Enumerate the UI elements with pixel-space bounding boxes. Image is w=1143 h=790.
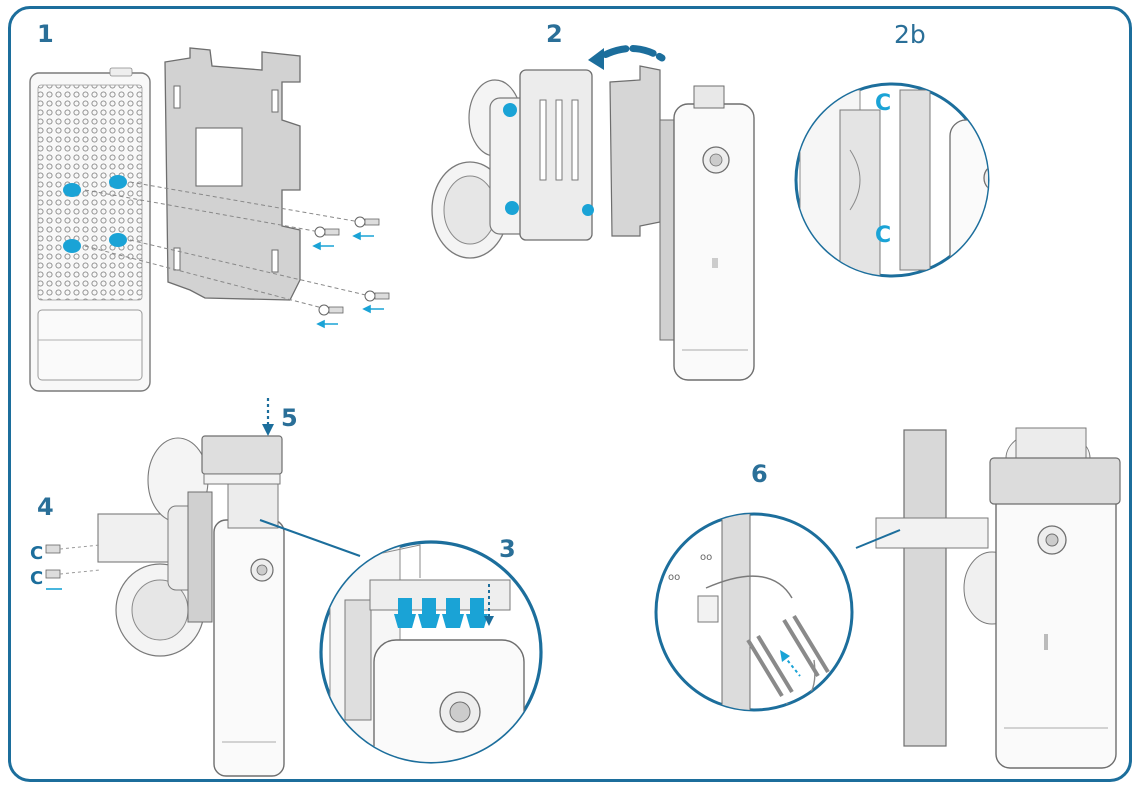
device-back-perforated — [29, 67, 151, 392]
panel-6-zoom-detail: oo oo — [654, 512, 854, 712]
step-number-2b: 2b — [894, 20, 926, 49]
svg-text:C: C — [875, 223, 891, 248]
adapter-plate — [609, 65, 675, 341]
svg-text:C: C — [875, 91, 891, 116]
panel-2-attach-device — [431, 45, 755, 381]
zoom-pointer-3 — [259, 519, 361, 557]
step-number-2: 2 — [546, 20, 563, 48]
step-number-6: 6 — [751, 460, 768, 488]
pole — [903, 429, 947, 747]
svg-text:C: C — [30, 568, 43, 589]
panel-3-cable-connection — [319, 540, 543, 764]
bracket-5 — [187, 491, 213, 623]
blue-mount-pegs — [63, 175, 127, 253]
wall-plate-bracket — [164, 47, 301, 301]
zoom-pointer-6 — [855, 529, 901, 549]
screws — [314, 216, 390, 316]
svg-text:oo: oo — [668, 572, 680, 583]
rotate-arrow — [588, 45, 666, 70]
pole-swivel-mount — [431, 69, 594, 259]
down-arrow-5 — [262, 398, 274, 436]
assembly-guide-lines — [84, 181, 371, 311]
svg-text:C: C — [30, 543, 43, 564]
top-cover-5 — [201, 435, 283, 485]
device-front-6 — [989, 457, 1121, 769]
panel-4-5-device-assembled: C C — [30, 398, 361, 777]
panel-2b-zoom-detail: C C — [794, 82, 990, 278]
step-number-3: 3 — [499, 535, 516, 563]
step-number-5: 5 — [281, 404, 298, 432]
device-front-4 — [213, 469, 285, 777]
step-number-1: 1 — [37, 20, 54, 48]
pole-clamp-arm — [97, 437, 213, 657]
screws-4: C C — [30, 543, 101, 590]
cable-connectors — [394, 598, 488, 628]
panel-6-pole-mount — [855, 427, 1121, 769]
device-front-2 — [673, 85, 755, 381]
panel-1-mount-bracket — [29, 47, 390, 392]
blue-direction-arrows — [312, 231, 384, 329]
svg-text:oo: oo — [700, 552, 712, 563]
step-number-4: 4 — [37, 493, 54, 521]
